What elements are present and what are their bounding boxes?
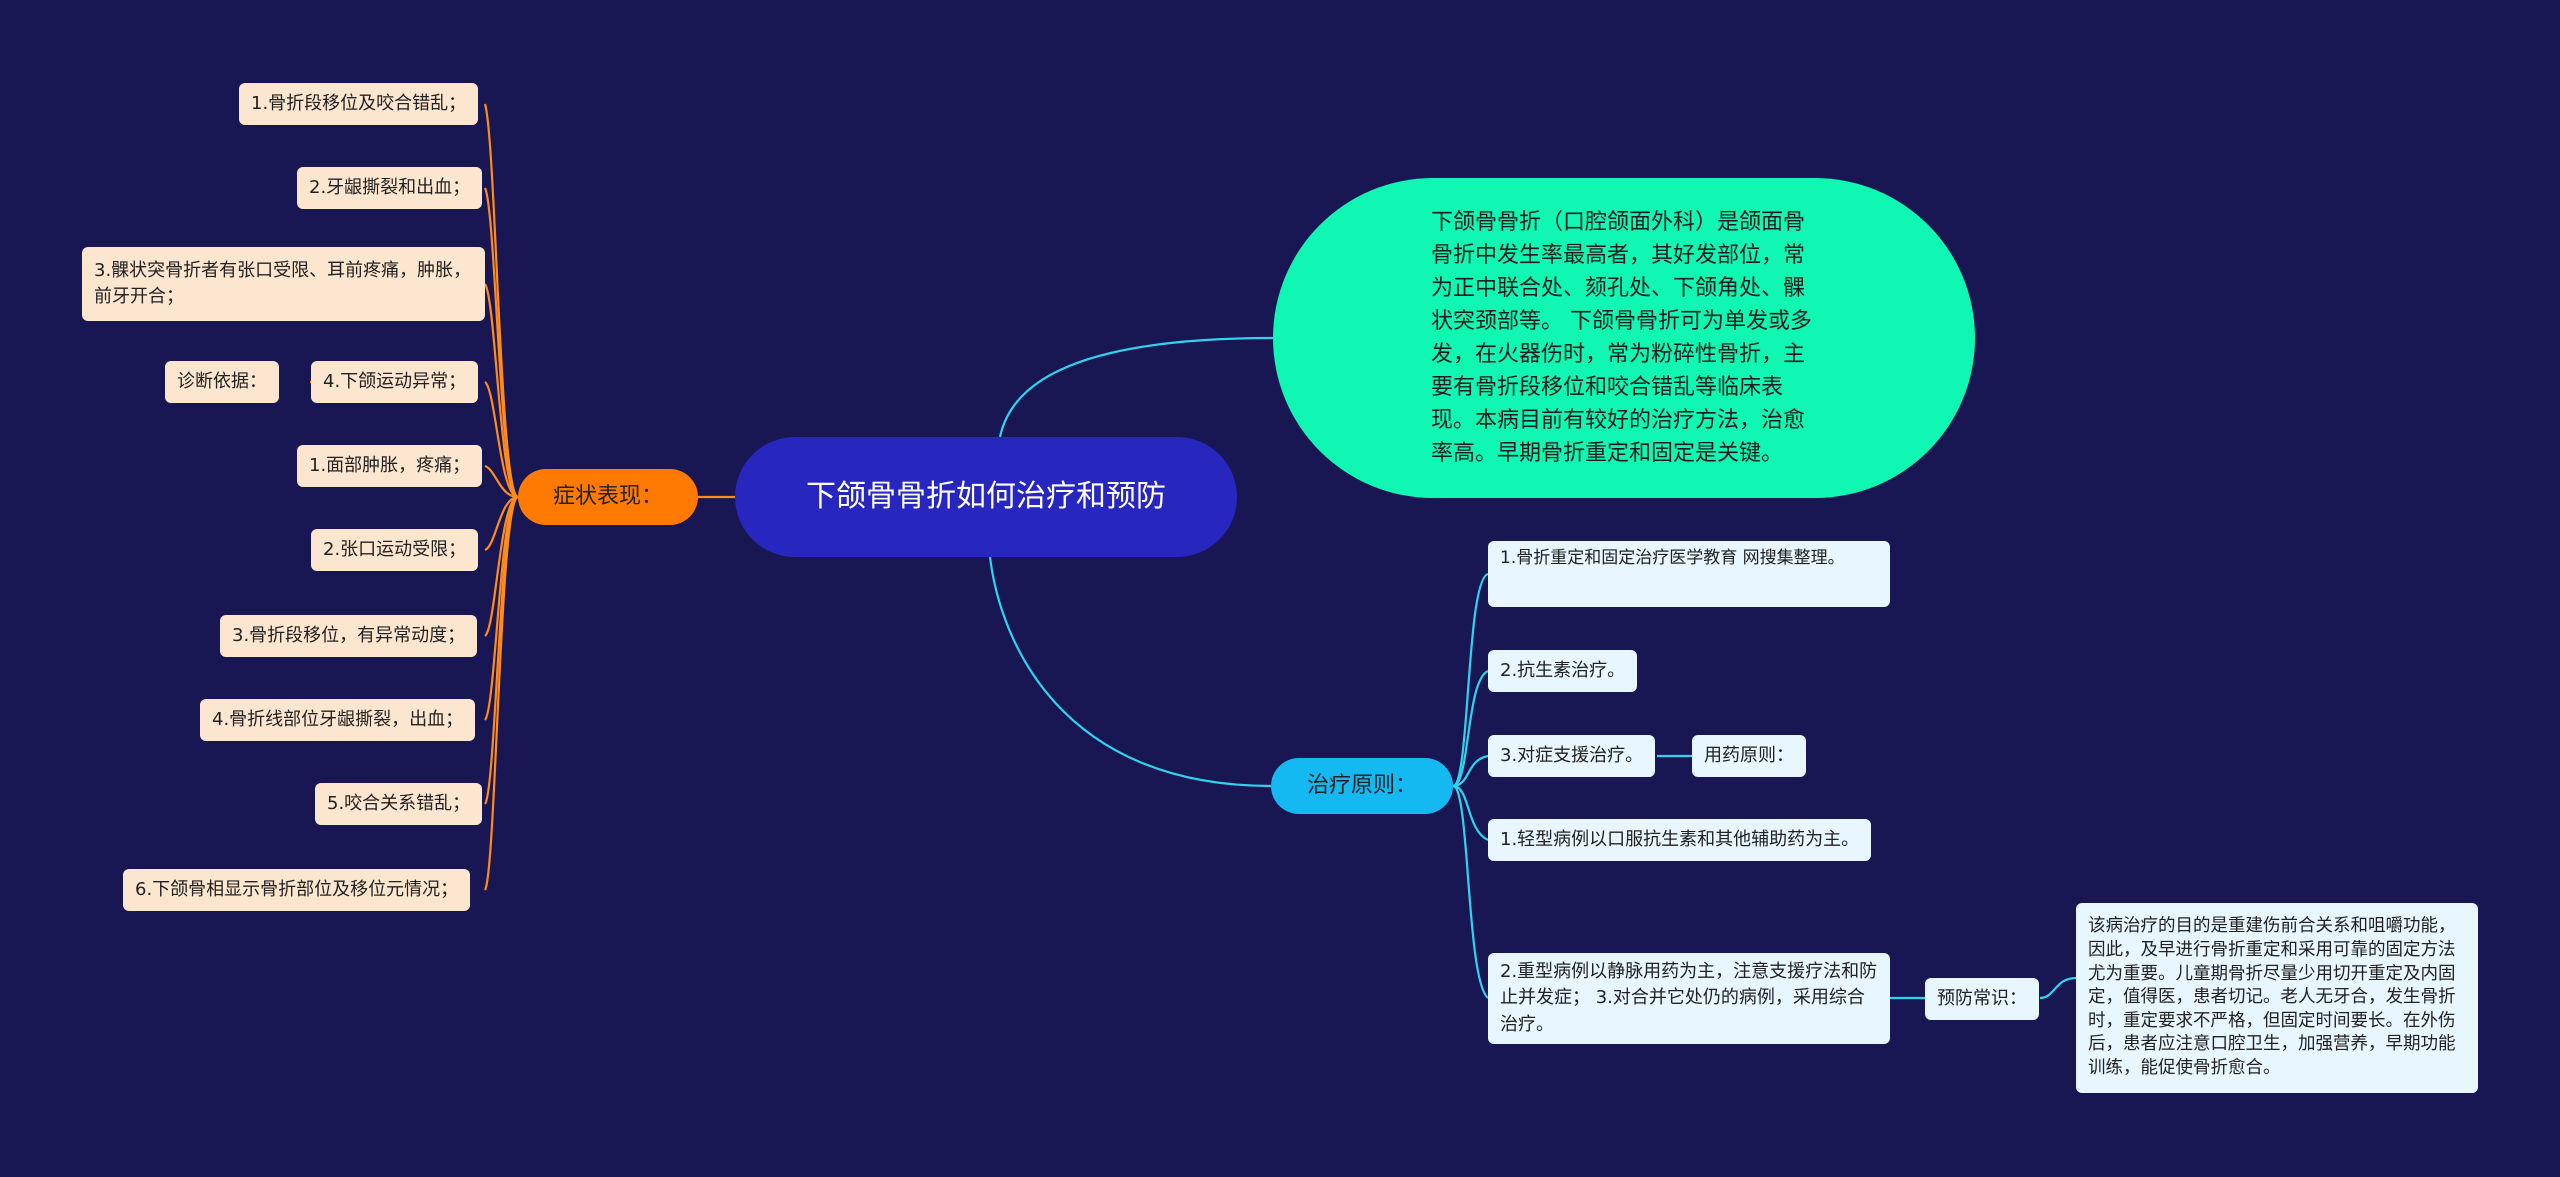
drug-principle-node[interactable]: 用药原则： [1692, 735, 1806, 777]
treatment-item-text: 2.重型病例以静脉用药为主，注意支援疗法和防止并发症； 3.对合并它处仍的病例，… [1500, 961, 1878, 1035]
symptom-link-5 [484, 464, 519, 499]
treatment-branch[interactable]: 治疗原则： [1271, 758, 1453, 814]
treatment-item-text: 3.对症支援治疗。 [1500, 744, 1644, 766]
diagnosis-basis-node[interactable]: 诊断依据： [165, 361, 279, 403]
diagnosis-basis-text: 诊断依据： [177, 370, 267, 392]
symptom-item[interactable]: 3.髁状突骨折者有张口受限、耳前疼痛，肿胀，前牙开合； [82, 247, 485, 321]
treatment-item-text: 1.骨折重定和固定治疗医学教育 网搜集整理。 [1500, 548, 1845, 568]
treatment-link-1 [1451, 572, 1489, 788]
symptom-item-text: 2.牙龈撕裂和出血； [309, 176, 471, 198]
symptom-link-4 [484, 381, 519, 499]
symptom-item[interactable]: 5.咬合关系错乱； [315, 783, 483, 825]
symptom-link-8 [484, 495, 519, 721]
symptom-item-text: 1.面部肿胀，疼痛； [309, 454, 471, 476]
root-topic-title: 下颌骨骨折如何治疗和预防 [806, 479, 1166, 514]
symptom-link-2 [483, 187, 520, 499]
symptom-item[interactable]: 2.张口运动受限； [311, 529, 479, 571]
symptom-item[interactable]: 6.下颌骨相显示骨折部位及移位元情况； [123, 869, 471, 911]
symptom-item-text: 5.咬合关系错乱； [327, 792, 471, 814]
symptom-item-text: 4.下颌运动异常； [323, 370, 467, 392]
root-summary-link [998, 336, 1274, 438]
symptom-item-text: 3.骨折段移位，有异常动度； [232, 624, 466, 646]
symptom-item-text: 4.骨折线部位牙龈撕裂，出血； [212, 708, 464, 730]
symptoms-branch-label: 症状表现： [552, 484, 663, 510]
summary-node[interactable]: 下颌骨骨折（口腔颌面外科）是颌面骨骨折中发生率最高者，其好发部位，常为正中联合处… [1273, 178, 1975, 498]
drug-principle-text: 用药原则： [1704, 744, 1794, 766]
summary-text: 下颌骨骨折（口腔颌面外科）是颌面骨骨折中发生率最高者，其好发部位，常为正中联合处… [1431, 210, 1812, 466]
prevention-detail-link [2039, 976, 2077, 1000]
treatment-item-text: 1.轻型病例以口服抗生素和其他辅助药为主。 [1500, 828, 1860, 850]
prevention-detail-node[interactable]: 该病治疗的目的是重建伤前合关系和咀嚼功能，因此，及早进行骨折重定和采用可靠的固定… [2076, 903, 2478, 1093]
treatment-link-2 [1452, 669, 1489, 788]
prevention-label-text: 预防常识： [1937, 987, 2027, 1009]
symptom-item[interactable]: 2.牙龈撕裂和出血； [297, 167, 483, 209]
treatment-item[interactable]: 1.轻型病例以口服抗生素和其他辅助药为主。 [1488, 819, 1872, 861]
root-topic[interactable]: 下颌骨骨折如何治疗和预防 [735, 437, 1237, 557]
root-treatment-link [988, 556, 1272, 788]
treatment-item[interactable]: 1.骨折重定和固定治疗医学教育 网搜集整理。 [1488, 541, 1890, 607]
symptom-item-text: 2.张口运动受限； [323, 538, 467, 560]
treatment-branch-label: 治疗原则： [1306, 773, 1417, 799]
treatment-link-3 [1452, 754, 1489, 788]
symptom-item[interactable]: 4.下颌运动异常； [311, 361, 479, 403]
symptom-item-text: 6.下颌骨相显示骨折部位及移位元情况； [135, 878, 459, 900]
treatment-item-text: 2.抗生素治疗。 [1500, 659, 1626, 681]
symptoms-branch[interactable]: 症状表现： [518, 469, 698, 525]
symptom-item-text: 3.髁状突骨折者有张口受限、耳前疼痛，肿胀，前牙开合； [94, 259, 472, 307]
symptom-item[interactable]: 4.骨折线部位牙龈撕裂，出血； [200, 699, 476, 741]
treatment-link-5 [1452, 784, 1489, 999]
symptom-item-text: 1.骨折段移位及咬合错乱； [251, 92, 467, 114]
symptom-link-6 [484, 495, 519, 552]
treatment-item[interactable]: 3.对症支援治疗。 [1488, 735, 1656, 777]
symptom-item[interactable]: 1.骨折段移位及咬合错乱； [239, 83, 479, 125]
symptom-link-10 [483, 495, 520, 891]
symptom-link-3 [484, 283, 519, 499]
treatment-link-4 [1452, 784, 1489, 842]
symptom-item[interactable]: 1.面部肿胀，疼痛； [297, 445, 483, 487]
prevention-node[interactable]: 预防常识： [1925, 978, 2039, 1020]
treatment-item[interactable]: 2.抗生素治疗。 [1488, 650, 1638, 692]
treatment-item[interactable]: 2.重型病例以静脉用药为主，注意支援疗法和防止并发症； 3.对合并它处仍的病例，… [1488, 953, 1890, 1044]
symptom-item[interactable]: 3.骨折段移位，有异常动度； [220, 615, 478, 657]
prevention-detail-text: 该病治疗的目的是重建伤前合关系和咀嚼功能，因此，及早进行骨折重定和采用可靠的固定… [2088, 916, 2456, 1079]
